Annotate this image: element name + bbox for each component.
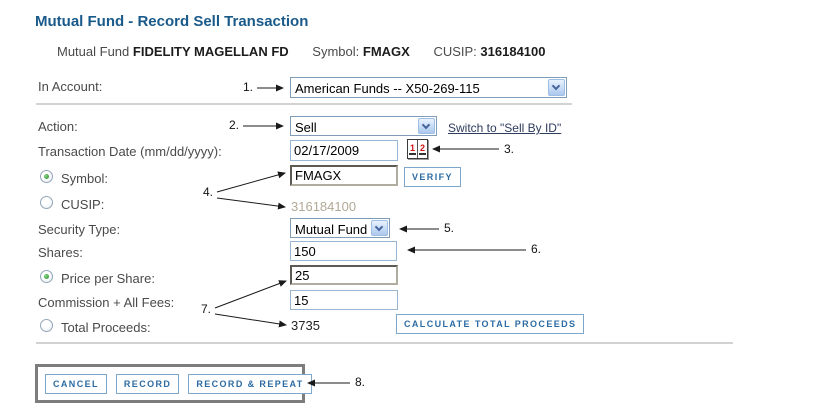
in-account-selected-value: American Funds -- X50-269-115 bbox=[295, 81, 480, 96]
fund-label: Mutual Fund bbox=[57, 44, 130, 59]
fund-summary: Mutual Fund FIDELITY MAGELLAN FD Symbol:… bbox=[57, 44, 546, 59]
total-proceeds-radio[interactable] bbox=[40, 319, 53, 332]
calendar-icon[interactable]: 1 2 bbox=[407, 139, 428, 159]
action-selected-value: Sell bbox=[295, 120, 317, 135]
symbol-value: FMAGX bbox=[362, 44, 410, 59]
transaction-date-input[interactable] bbox=[290, 140, 398, 161]
annotation-6-label: 6. bbox=[531, 242, 542, 256]
annotation-4-label: 4. bbox=[203, 185, 214, 199]
in-account-label: In Account: bbox=[38, 79, 103, 94]
action-select[interactable]: Sell bbox=[290, 116, 437, 136]
verify-button[interactable]: VERIFY bbox=[404, 167, 461, 187]
total-proceeds-label: Total Proceeds: bbox=[61, 320, 151, 335]
price-per-share-label: Price per Share: bbox=[61, 271, 155, 286]
commission-input[interactable] bbox=[290, 290, 398, 310]
chevron-down-icon[interactable] bbox=[371, 220, 388, 236]
symbol-radio[interactable] bbox=[40, 170, 53, 183]
footer-button-group: CANCEL RECORD RECORD & REPEAT bbox=[35, 364, 312, 403]
switch-sell-by-id-link[interactable]: Switch to "Sell By ID" bbox=[448, 121, 562, 135]
cusip-radio[interactable] bbox=[40, 196, 53, 209]
total-proceeds-value: 3735 bbox=[291, 318, 320, 333]
security-type-label: Security Type: bbox=[38, 222, 121, 237]
chevron-down-icon[interactable] bbox=[548, 79, 565, 96]
security-type-select[interactable]: Mutual Fund bbox=[290, 218, 390, 238]
action-label: Action: bbox=[38, 119, 78, 134]
cusip-field-label: CUSIP: bbox=[61, 197, 105, 212]
transaction-date-label: Transaction Date (mm/dd/yyyy): bbox=[38, 144, 222, 159]
record-and-repeat-button[interactable]: RECORD & REPEAT bbox=[188, 373, 312, 394]
cusip-label: CUSIP: bbox=[433, 44, 477, 59]
calendar-digit-2: 2 bbox=[418, 142, 426, 155]
fund-name: FIDELITY MAGELLAN FD bbox=[132, 44, 289, 59]
security-type-selected-value: Mutual Fund bbox=[295, 222, 368, 237]
price-per-share-input[interactable] bbox=[290, 265, 398, 285]
chevron-down-icon[interactable] bbox=[418, 118, 435, 134]
symbol-label: Symbol: bbox=[312, 44, 360, 59]
annotation-3-label: 3. bbox=[504, 142, 515, 156]
cancel-button[interactable]: CANCEL bbox=[45, 373, 107, 394]
annotation-5-label: 5. bbox=[444, 221, 455, 235]
commission-label: Commission + All Fees: bbox=[38, 295, 175, 310]
in-account-select[interactable]: American Funds -- X50-269-115 bbox=[290, 77, 567, 98]
separator-top bbox=[36, 103, 572, 105]
page-title: Mutual Fund - Record Sell Transaction bbox=[35, 13, 309, 30]
annotation-2-label: 2. bbox=[229, 118, 240, 132]
calendar-digit-1: 1 bbox=[408, 142, 416, 155]
cusip-readonly-value: 316184100 bbox=[291, 199, 357, 214]
shares-input[interactable] bbox=[290, 241, 397, 261]
annotation-8-label: 8. bbox=[355, 375, 366, 389]
annotation-1-label: 1. bbox=[243, 80, 254, 94]
shares-label: Shares: bbox=[38, 245, 83, 260]
record-button[interactable]: RECORD bbox=[115, 373, 180, 394]
separator-bottom bbox=[36, 342, 733, 344]
cusip-value: 316184100 bbox=[480, 44, 546, 59]
annotation-7-label: 7. bbox=[201, 302, 212, 316]
price-per-share-radio[interactable] bbox=[40, 270, 53, 283]
symbol-field-label: Symbol: bbox=[61, 171, 108, 186]
symbol-input[interactable] bbox=[290, 165, 398, 186]
calculate-total-proceeds-button[interactable]: CALCULATE TOTAL PROCEEDS bbox=[396, 314, 585, 334]
